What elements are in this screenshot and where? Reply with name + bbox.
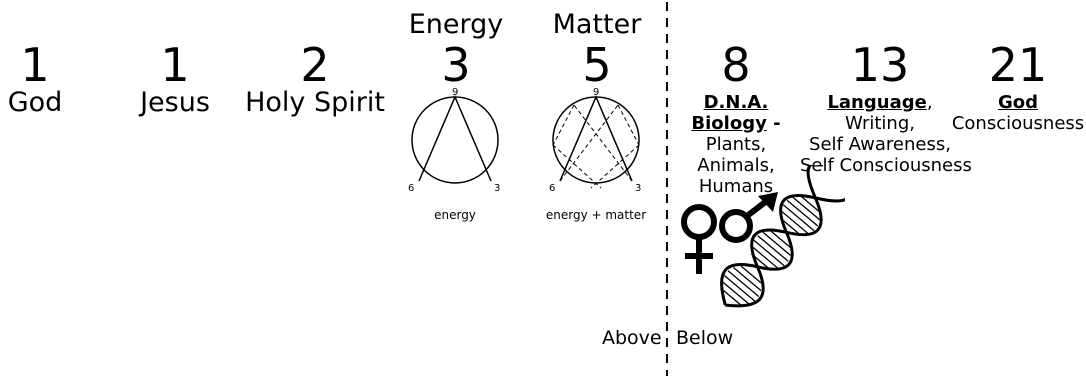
- circle-label-left: 6: [408, 183, 414, 194]
- line: Consciousness: [950, 113, 1086, 134]
- label-above: Above: [602, 327, 662, 349]
- item-matter: 5: [567, 42, 627, 88]
- caption-energy: energy: [410, 208, 500, 222]
- item-jesus: 1 Jesus: [135, 42, 215, 118]
- number: 1: [135, 42, 215, 88]
- heading-energy: Energy: [396, 10, 516, 40]
- circle-label-top: 9: [593, 87, 599, 98]
- number: 21: [950, 42, 1086, 88]
- label: Jesus: [135, 88, 215, 118]
- dna-helix-icon: [715, 165, 845, 315]
- circle-label-right: 3: [635, 183, 641, 194]
- caption-energy-matter: energy + matter: [536, 208, 656, 222]
- title-dna: D.N.A.: [680, 92, 792, 113]
- title-biology: Biology -: [680, 113, 792, 134]
- item-god-consciousness: 21 God Consciousness: [950, 42, 1086, 134]
- line: Plants,: [680, 134, 792, 155]
- label: Holy Spirit: [245, 88, 385, 118]
- title-god: God: [950, 92, 1086, 113]
- above-below-divider: [664, 0, 670, 376]
- language-word: Language: [827, 92, 926, 113]
- biology-dash: -: [767, 113, 781, 134]
- number: 3: [426, 42, 486, 88]
- number: 8: [680, 42, 792, 88]
- line: Writing,: [800, 113, 960, 134]
- item-energy: 3: [426, 42, 486, 88]
- title-language: Language,: [800, 92, 960, 113]
- number: 13: [800, 42, 960, 88]
- language-comma: ,: [927, 92, 933, 113]
- biology-word: Biology: [691, 113, 766, 134]
- label-below: Below: [676, 327, 733, 349]
- circle-label-right: 3: [494, 183, 500, 194]
- label: God: [0, 88, 70, 118]
- item-god: 1 God: [0, 42, 70, 118]
- number: 2: [245, 42, 385, 88]
- number: 1: [0, 42, 70, 88]
- circle-label-left: 6: [549, 183, 555, 194]
- item-language: 13 Language, Writing, Self Awareness, Se…: [800, 42, 960, 176]
- heading-matter: Matter: [537, 10, 657, 40]
- circle-label-top: 9: [452, 87, 458, 98]
- line: Self Awareness,: [800, 134, 960, 155]
- item-holy-spirit: 2 Holy Spirit: [245, 42, 385, 118]
- number: 5: [567, 42, 627, 88]
